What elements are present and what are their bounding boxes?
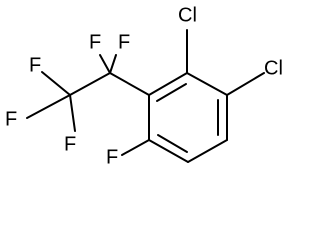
bond-ring-c4-c5	[187, 139, 228, 163]
atom-label-cl-right: Cl	[264, 57, 283, 79]
atom-label-f-cf3-left: F	[5, 108, 17, 130]
bond-cf2-f-right	[109, 54, 117, 74]
bond-cf2-cf3	[69, 72, 111, 96]
bond-cf2-f-left	[99, 54, 111, 74]
bond-ring-c2-c3	[186, 72, 228, 96]
bond-ring-c1-c2	[148, 72, 188, 96]
bond-c3-cl	[226, 72, 265, 96]
bond-ring-c5-c6-inner	[157, 134, 188, 153]
molecule-diagram: Cl Cl F F F F F F	[5, 4, 283, 168]
atom-label-f-ring: F	[106, 146, 118, 168]
bond-ring-c5-c6	[148, 139, 189, 163]
bond-c6-f	[121, 139, 150, 156]
atom-label-f-cf2-right: F	[118, 31, 130, 53]
atom-label-cl-top: Cl	[178, 4, 197, 26]
benzene-ring	[148, 72, 228, 163]
structure-drawing: Cl Cl F F F F F F	[5, 4, 283, 168]
atom-label-f-cf3-bottom: F	[64, 133, 76, 155]
bond-ring-c1-c2-inner	[156, 83, 187, 102]
atom-label-f-cf3-top: F	[29, 54, 41, 76]
bond-cf3-f-bottom	[69, 94, 76, 132]
atom-label-f-cf2-left: F	[89, 31, 101, 53]
bond-cf3-f-top	[41, 71, 71, 96]
bond-c1-cf2	[109, 72, 150, 96]
bond-cf3-f-left	[26, 94, 71, 119]
